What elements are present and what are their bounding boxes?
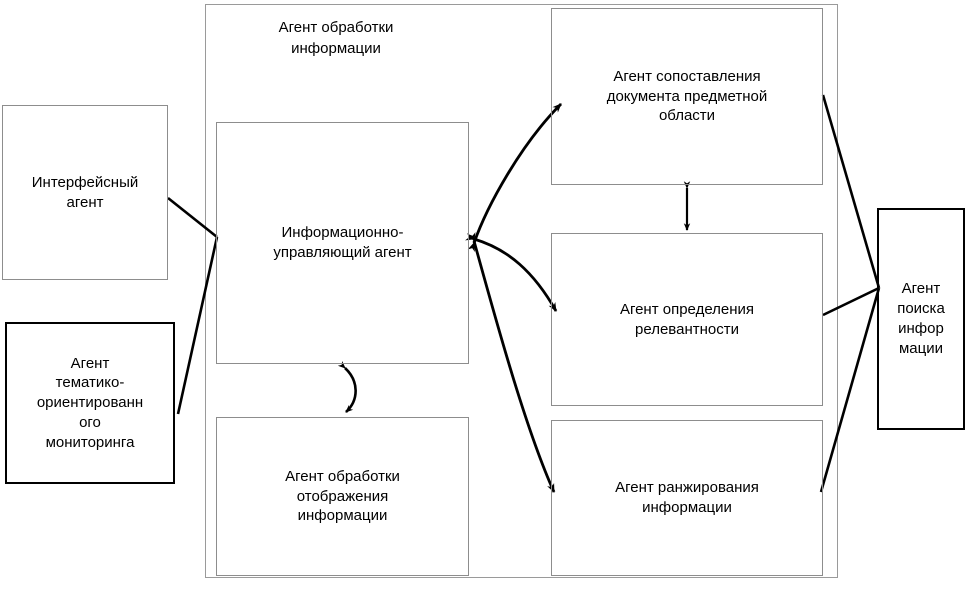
node-information-control-agent-label: Информационно- управляющий агент bbox=[273, 224, 412, 261]
node-relevance-agent[interactable]: Агент определения релевантности bbox=[551, 233, 823, 406]
node-ranking-agent-label: Агент ранжирования информации bbox=[615, 479, 759, 516]
node-interface-agent-label: Интерфейсный агент bbox=[31, 173, 139, 211]
node-document-domain-matching-agent[interactable]: Агент сопоставления документа предметной… bbox=[551, 8, 823, 185]
connector-control-to-relevance bbox=[465, 233, 558, 312]
node-display-processing-agent-label: Агент обработки отображения информации bbox=[285, 467, 400, 525]
node-relevance-agent-label: Агент определения релевантности bbox=[619, 300, 755, 338]
node-information-control-agent[interactable]: Информационно- управляющий агент bbox=[216, 122, 469, 364]
connector-control-to-matching bbox=[467, 103, 562, 252]
node-topic-monitoring-agent[interactable]: Агент тематико- ориентированн ого монито… bbox=[5, 322, 175, 484]
node-search-agent[interactable]: Агент поиска инфор мации bbox=[877, 208, 965, 430]
connector-monitoring-to-control bbox=[176, 236, 219, 415]
node-display-processing-agent[interactable]: Агент обработки отображения информации bbox=[216, 417, 469, 576]
node-interface-agent[interactable]: Интерфейсный агент bbox=[2, 105, 168, 280]
container-title: Агент обработки информации bbox=[278, 19, 394, 57]
connector-interface-to-control bbox=[167, 196, 218, 239]
node-search-agent-label: Агент поиска инфор мации bbox=[897, 280, 945, 357]
connector-control-to-display bbox=[337, 361, 357, 413]
connector-matching-to-search bbox=[821, 94, 881, 289]
node-document-domain-matching-agent-label: Агент сопоставления документа предметной… bbox=[606, 67, 768, 125]
node-ranking-agent[interactable]: Агент ранжирования информации bbox=[551, 420, 823, 576]
connector-ranking-to-search bbox=[819, 287, 881, 493]
connector-control-to-ranking bbox=[468, 232, 556, 493]
connector-relevance-to-search bbox=[822, 286, 880, 317]
node-topic-monitoring-agent-label: Агент тематико- ориентированн ого монито… bbox=[36, 354, 144, 451]
